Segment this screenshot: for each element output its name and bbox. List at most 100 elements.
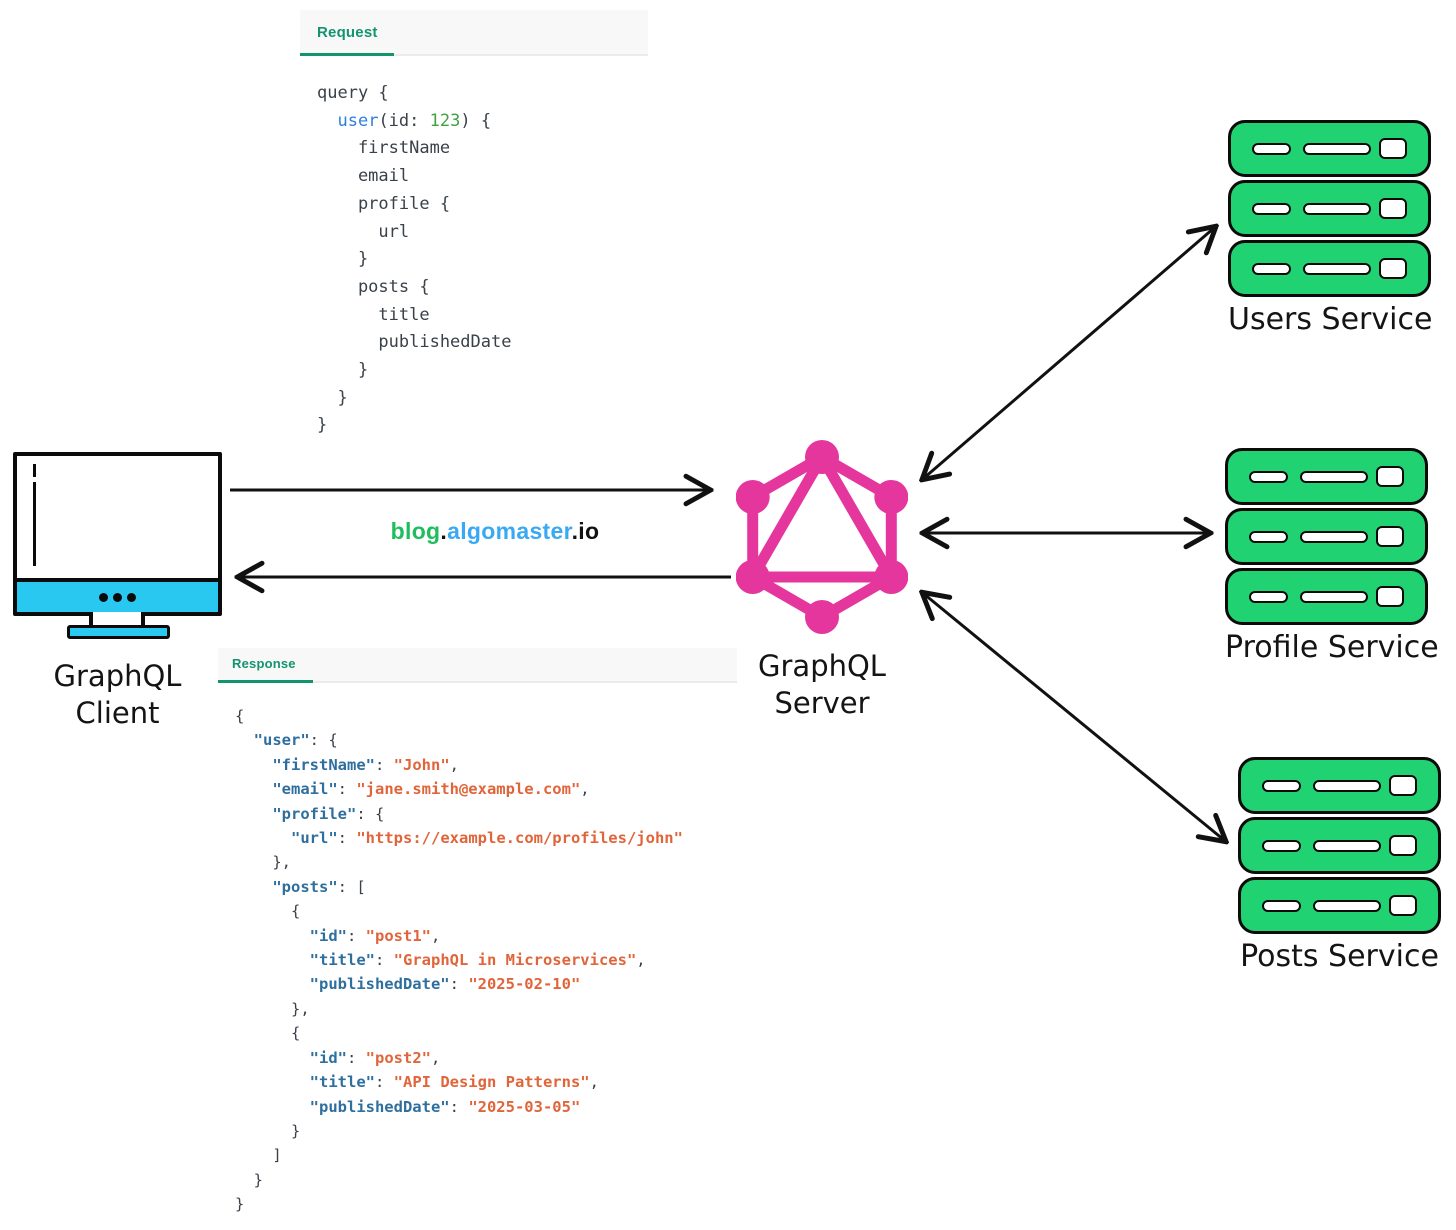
server-unit (1238, 817, 1441, 874)
server-stack-icon (1225, 448, 1428, 625)
code-line: } (235, 1170, 263, 1189)
code-line: { (235, 902, 301, 921)
arrow-server-users-service (924, 228, 1214, 478)
monitor-dot (113, 592, 122, 602)
code-line: } (317, 387, 348, 408)
code-line: url (317, 221, 410, 242)
server-led-icon (1376, 466, 1404, 487)
server-stack-icon (1228, 120, 1431, 297)
code-line: } (235, 1195, 245, 1214)
server-led-icon (1379, 198, 1407, 219)
code-line: } (317, 249, 369, 270)
server-led-icon (1379, 138, 1407, 159)
domain-dot: . (440, 518, 448, 544)
profile-service: Profile Service (1225, 448, 1439, 665)
code-line: { (235, 1024, 301, 1043)
server-slot-icon (1303, 202, 1371, 215)
code-line: "title": "GraphQL in Microservices", (309, 951, 646, 970)
monitor-icon (13, 452, 222, 616)
code-line: user(id: 123) { (337, 110, 492, 131)
monitor-bottom-strip (17, 578, 218, 612)
server-slot-icon (1303, 142, 1371, 155)
code-line: "profile": { (272, 804, 385, 823)
server-unit (1238, 757, 1441, 814)
code-line: "title": "API Design Patterns", (309, 1073, 599, 1092)
code-line: email (317, 166, 410, 187)
graphql-server-label-line2: Server (774, 686, 870, 720)
users-service: Users Service (1228, 120, 1433, 337)
code-line: "email": "jane.smith@example.com", (272, 780, 590, 799)
server-slot-icon (1262, 779, 1301, 792)
server-slot-icon (1300, 530, 1368, 543)
graphql-client-label-line2: Client (75, 696, 160, 730)
response-panel-header: Response (218, 648, 737, 683)
server-slot-icon (1303, 262, 1371, 275)
code-line: "id": "post2", (309, 1048, 441, 1067)
graphql-server-label: GraphQL Server (722, 648, 922, 722)
server-led-icon (1376, 526, 1404, 547)
server-slot-icon (1249, 590, 1288, 603)
code-line: "url": "https://example.com/profiles/joh… (291, 829, 683, 848)
monitor-stand-neck (89, 612, 145, 627)
server-slot-icon (1252, 262, 1291, 275)
code-line: ] (235, 1146, 282, 1165)
posts-service-label: Posts Service (1240, 939, 1439, 974)
code-line: "posts": [ (272, 877, 366, 896)
server-slot-icon (1262, 899, 1301, 912)
monitor-screen-line (33, 482, 36, 566)
monitor-screen-tick (33, 464, 36, 477)
server-slot-icon (1313, 779, 1381, 792)
code-line: { (235, 707, 245, 725)
monitor-stand-base (67, 625, 170, 639)
blog-domain-text: blog.algomaster.io (330, 518, 660, 545)
graphql-client-label-line1: GraphQL (53, 659, 182, 693)
code-line: } (317, 415, 328, 436)
server-unit (1228, 180, 1431, 237)
graphql-client-label: GraphQL Client (0, 658, 255, 732)
server-slot-icon (1300, 470, 1368, 483)
response-code-block: { "user": { "firstName": "John", "email"… (235, 704, 737, 1217)
code-line: "publishedDate": "2025-03-05" (309, 1097, 581, 1116)
request-code-block: query { user(id: 123) { firstName email … (317, 80, 648, 440)
tab-response[interactable]: Response (232, 656, 296, 671)
code-line: } (235, 1121, 301, 1140)
server-unit (1228, 120, 1431, 177)
code-line: } (317, 360, 369, 381)
profile-service-label: Profile Service (1225, 630, 1439, 665)
server-led-icon (1379, 258, 1407, 279)
response-panel: Response { "user": { "firstName": "John"… (218, 648, 737, 1217)
code-line: "publishedDate": "2025-02-10" (309, 975, 581, 994)
server-slot-icon (1252, 142, 1291, 155)
domain-part-algomaster: algomaster (447, 518, 572, 544)
monitor-dot (99, 592, 108, 602)
server-unit (1225, 508, 1428, 565)
posts-service: Posts Service (1238, 757, 1441, 974)
server-slot-icon (1252, 202, 1291, 215)
server-slot-icon (1300, 590, 1368, 603)
code-line: "id": "post1", (309, 926, 441, 945)
server-slot-icon (1262, 839, 1301, 852)
graphql-logo-icon (736, 440, 908, 634)
server-unit (1228, 240, 1431, 297)
request-panel-header: Request (300, 10, 648, 56)
graphql-server-label-line1: GraphQL (758, 649, 886, 683)
arrow-server-posts-service (924, 594, 1224, 840)
server-led-icon (1389, 835, 1417, 856)
code-line: profile { (317, 193, 451, 214)
server-slot-icon (1313, 839, 1381, 852)
code-line: publishedDate (317, 332, 512, 353)
code-line: }, (235, 999, 310, 1018)
server-led-icon (1389, 895, 1417, 916)
tab-request-active-underline (300, 53, 394, 56)
server-slot-icon (1249, 470, 1288, 483)
server-slot-icon (1313, 899, 1381, 912)
server-led-icon (1389, 775, 1417, 796)
server-slot-icon (1249, 530, 1288, 543)
users-service-label: Users Service (1228, 302, 1433, 337)
server-unit (1225, 568, 1428, 625)
server-stack-icon (1238, 757, 1441, 934)
tab-request[interactable]: Request (317, 24, 378, 41)
code-line: posts { (317, 276, 430, 297)
code-line: query { (317, 83, 389, 103)
code-line: title (317, 304, 430, 325)
